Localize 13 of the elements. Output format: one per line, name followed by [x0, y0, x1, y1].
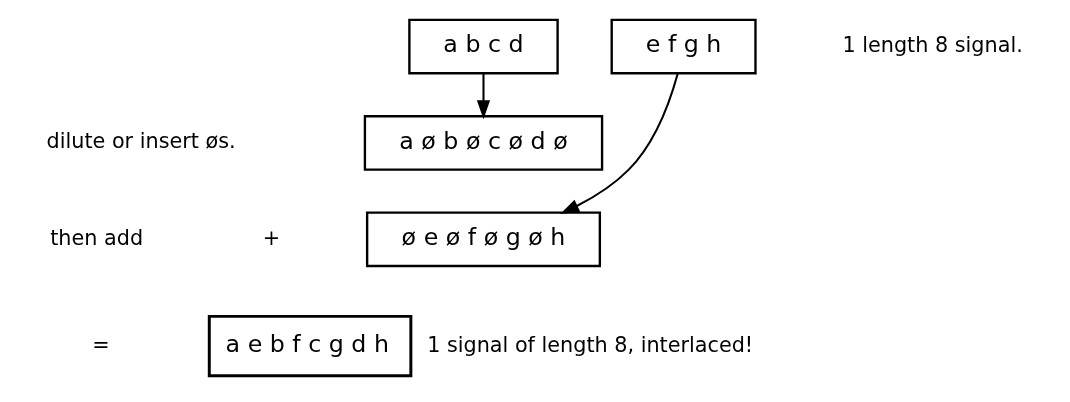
node-box: e f g h	[610, 18, 757, 74]
node-label: 1 signal of length 8, interlaced!	[427, 332, 754, 356]
label: then add	[50, 225, 144, 250]
arrow	[476, 73, 491, 119]
label: 1 length 8 signal.	[842, 32, 1023, 57]
node-box: a ø b ø c ø d ø	[363, 114, 604, 171]
arrow	[560, 72, 679, 214]
label: +	[262, 225, 281, 250]
node-box: a b c d	[408, 18, 559, 74]
node-box: ø e ø f ø g ø h	[365, 210, 602, 267]
node-box: a e b f c g d h	[207, 314, 413, 377]
label: dilute or insert øs.	[46, 128, 236, 153]
label: =	[92, 332, 110, 356]
